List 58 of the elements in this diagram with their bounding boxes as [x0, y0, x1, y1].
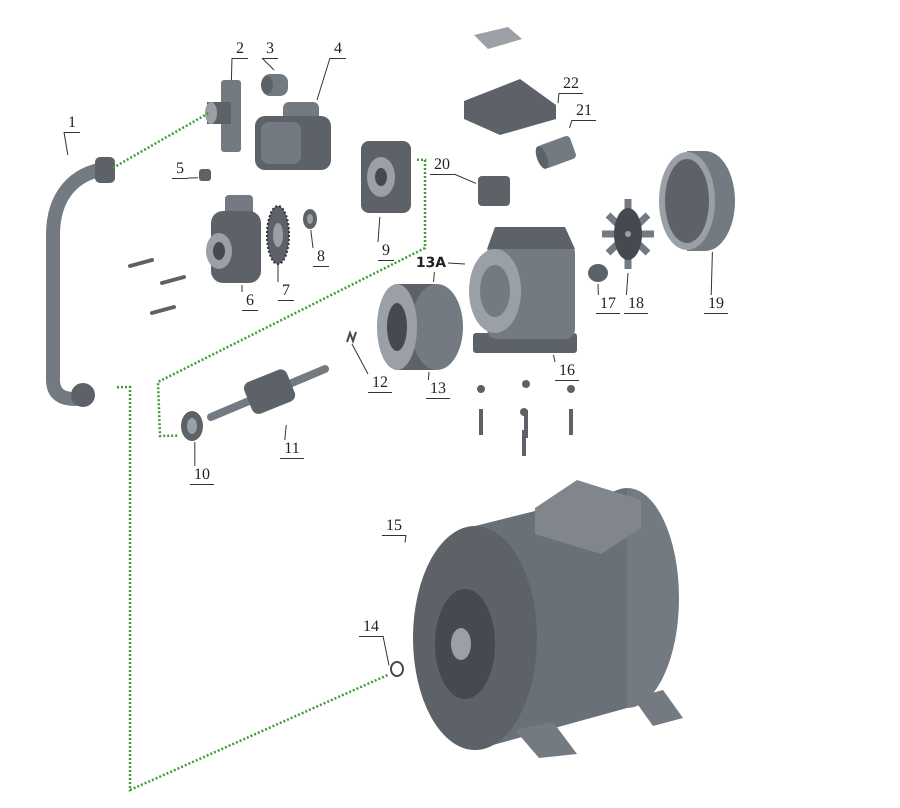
callout-number: 11 — [280, 440, 304, 459]
callout-number: 3 — [262, 40, 278, 59]
leader-line — [230, 58, 232, 80]
leader-line — [710, 252, 713, 296]
callout-number: 2 — [232, 40, 248, 59]
callout-number: 22 — [559, 75, 583, 94]
leader-line — [284, 424, 287, 440]
leader-line — [262, 58, 274, 70]
leader-line — [569, 120, 572, 128]
callout-number: 17 — [596, 295, 620, 314]
callout-number: 10 — [190, 466, 214, 485]
leader-line — [598, 284, 599, 296]
leader-line — [428, 372, 430, 380]
callout-number: 18 — [624, 295, 648, 314]
callout-number: 20 — [430, 156, 454, 175]
leader-line — [558, 92, 560, 104]
leader-line — [378, 216, 380, 242]
leader-line — [626, 272, 628, 296]
leader-line — [352, 344, 368, 374]
leader-line — [310, 230, 314, 248]
assembly-line — [156, 158, 426, 438]
callout-number: 15 — [382, 517, 406, 536]
leader-line — [454, 174, 476, 184]
seal-drawing — [300, 208, 318, 230]
bearing-drawing — [178, 410, 206, 442]
leader-line — [553, 354, 556, 362]
leader-line — [382, 636, 390, 666]
leader-line — [448, 262, 466, 264]
assembly-line — [116, 386, 390, 792]
callout-number: 6 — [242, 292, 258, 311]
callout-number: 13A — [414, 254, 448, 272]
stator-drawing — [375, 282, 465, 372]
callout-number: 1 — [64, 114, 80, 133]
leader-line — [194, 442, 196, 466]
assembly-line — [112, 111, 210, 169]
leader-line — [433, 272, 435, 282]
pump-body-drawing — [203, 195, 263, 285]
callout-number: 21 — [572, 102, 596, 121]
callout-number: 9 — [378, 242, 394, 261]
callout-number: 5 — [172, 160, 188, 179]
leader-line — [316, 58, 330, 100]
callout-number: 4 — [330, 40, 346, 59]
o-ring-drawing — [389, 660, 405, 678]
callout-number: 13 — [426, 380, 450, 399]
callout-number: 19 — [704, 295, 728, 314]
impeller-drawing — [266, 205, 290, 265]
callout-number: 16 — [555, 362, 579, 381]
spring-drawing — [345, 330, 359, 344]
cover-drawing — [253, 100, 333, 172]
callout-number: 8 — [313, 248, 329, 267]
callout-number: 14 — [359, 618, 383, 637]
plug-drawing — [586, 262, 610, 284]
callout-number: 7 — [278, 282, 294, 301]
leader-line — [64, 132, 68, 156]
valve-drawing — [198, 168, 212, 182]
leader-line — [404, 534, 406, 544]
leader-line — [188, 177, 198, 178]
callout-number: 12 — [368, 374, 392, 393]
